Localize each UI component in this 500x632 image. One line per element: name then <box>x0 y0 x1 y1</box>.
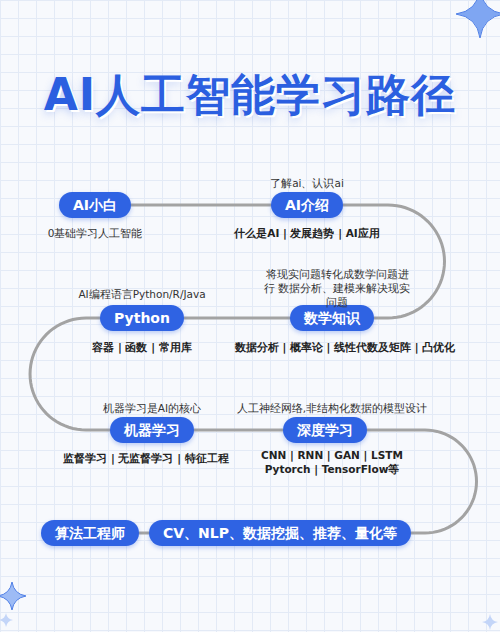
step-pill: CV、NLP、数据挖掘、推荐、量化等 <box>149 520 411 546</box>
path-line <box>30 318 110 430</box>
step-note: AI编程语言Python/R/Java <box>78 287 205 301</box>
path-line <box>194 429 283 432</box>
step-name: CV、NLP、数据挖掘、推荐、量化等 <box>163 525 397 541</box>
step-name: AI介绍 <box>285 197 329 213</box>
step-name: 算法工程师 <box>55 525 125 541</box>
step-pill: AI介绍 <box>271 192 343 218</box>
star-ornament <box>456 0 500 38</box>
step-pill: Python <box>100 305 184 331</box>
step-name: 深度学习 <box>297 422 353 438</box>
step-pill: 算法工程师 <box>41 520 139 546</box>
title: AI人工智能学习路径 <box>0 66 500 125</box>
step-note: 人工神经网络,非结构化数据的模型设计 <box>237 401 427 415</box>
step-name: 数学知识 <box>304 310 360 326</box>
star-ornament <box>0 613 13 627</box>
step-note: CNN | RNN | GAN | LSTM Pytorch | TensorF… <box>260 448 405 476</box>
path-line <box>343 205 444 318</box>
step-note: 将现实问题转化成数学问题进行 数据分析、建模来解决现实问题 <box>262 267 412 309</box>
path-line <box>139 532 149 535</box>
step-pill: AI小白 <box>59 192 131 218</box>
step-note: 监督学习 | 无监督学习 | 特征工程 <box>63 451 228 465</box>
step-note: 什么是AI | 发展趋势 | AI应用 <box>234 226 379 240</box>
step-note: 机器学习是AI的核心 <box>103 401 201 415</box>
step-name: Python <box>114 310 170 326</box>
path-line <box>367 430 477 533</box>
step-note: 了解ai、认识ai <box>270 176 344 190</box>
step-pill: 深度学习 <box>283 417 367 443</box>
star-ornament <box>482 614 498 630</box>
path-line <box>131 204 271 207</box>
step-note: 数据分析 | 概率论 | 线性代数及矩阵 | 凸优化 <box>235 340 455 354</box>
step-note: 0基础学习人工智能 <box>48 226 143 240</box>
path-line <box>184 317 290 320</box>
step-name: AI小白 <box>73 197 117 213</box>
star-ornament <box>0 582 26 610</box>
step-pill: 数学知识 <box>290 305 374 331</box>
step-note: 容器 | 函数 | 常用库 <box>92 340 191 354</box>
step-name: 机器学习 <box>124 422 180 438</box>
step-pill: 机器学习 <box>110 417 194 443</box>
